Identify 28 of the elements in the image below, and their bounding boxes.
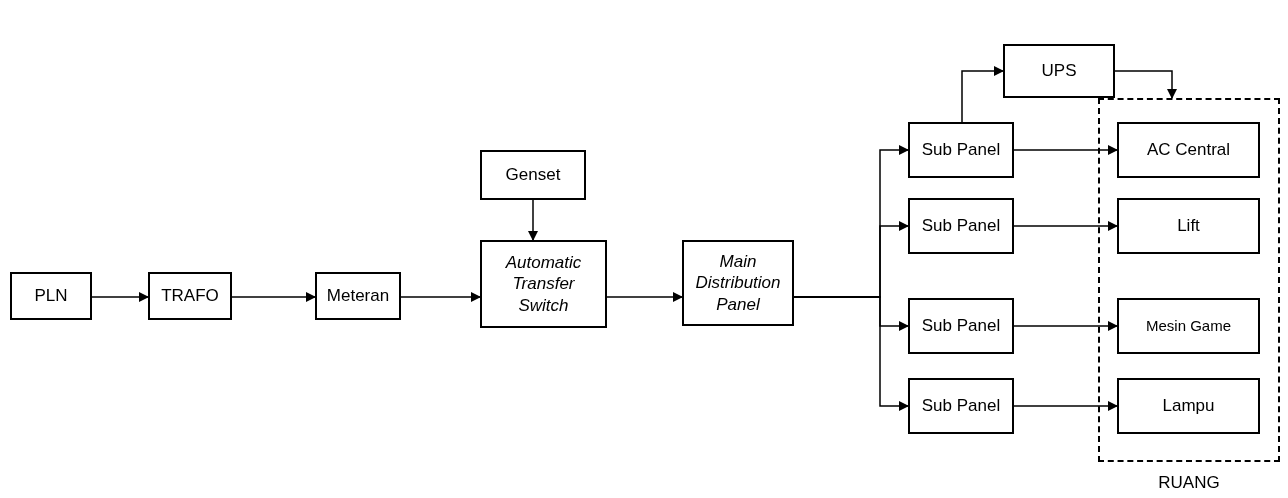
arrow (1013, 145, 1118, 155)
group-label: RUANG (1157, 472, 1221, 494)
process-box: UPS (1003, 44, 1115, 98)
process-box: Mesin Game (1117, 298, 1260, 354)
arrow (400, 292, 481, 302)
arrow (606, 292, 683, 302)
process-box: AC Central (1117, 122, 1260, 178)
process-box: Lampu (1117, 378, 1260, 434)
process-box: Lift (1117, 198, 1260, 254)
arrow (1013, 401, 1118, 411)
process-box: Meteran (315, 272, 401, 320)
process-box: Sub Panel (908, 378, 1014, 434)
arrow (793, 296, 909, 411)
arrow (91, 292, 149, 302)
process-box: TRAFO (148, 272, 232, 320)
process-box: Sub Panel (908, 198, 1014, 254)
arrow (231, 292, 316, 302)
process-box: PLN (10, 272, 92, 320)
arrow (1013, 221, 1118, 231)
process-box: Main Distribution Panel (682, 240, 794, 326)
process-box: Automatic Transfer Switch (480, 240, 607, 328)
arrow (961, 66, 1004, 123)
process-box: Genset (480, 150, 586, 200)
arrow (1114, 70, 1177, 99)
arrow (528, 199, 538, 241)
arrow (1013, 321, 1118, 331)
process-box: Sub Panel (908, 122, 1014, 178)
process-box: Sub Panel (908, 298, 1014, 354)
